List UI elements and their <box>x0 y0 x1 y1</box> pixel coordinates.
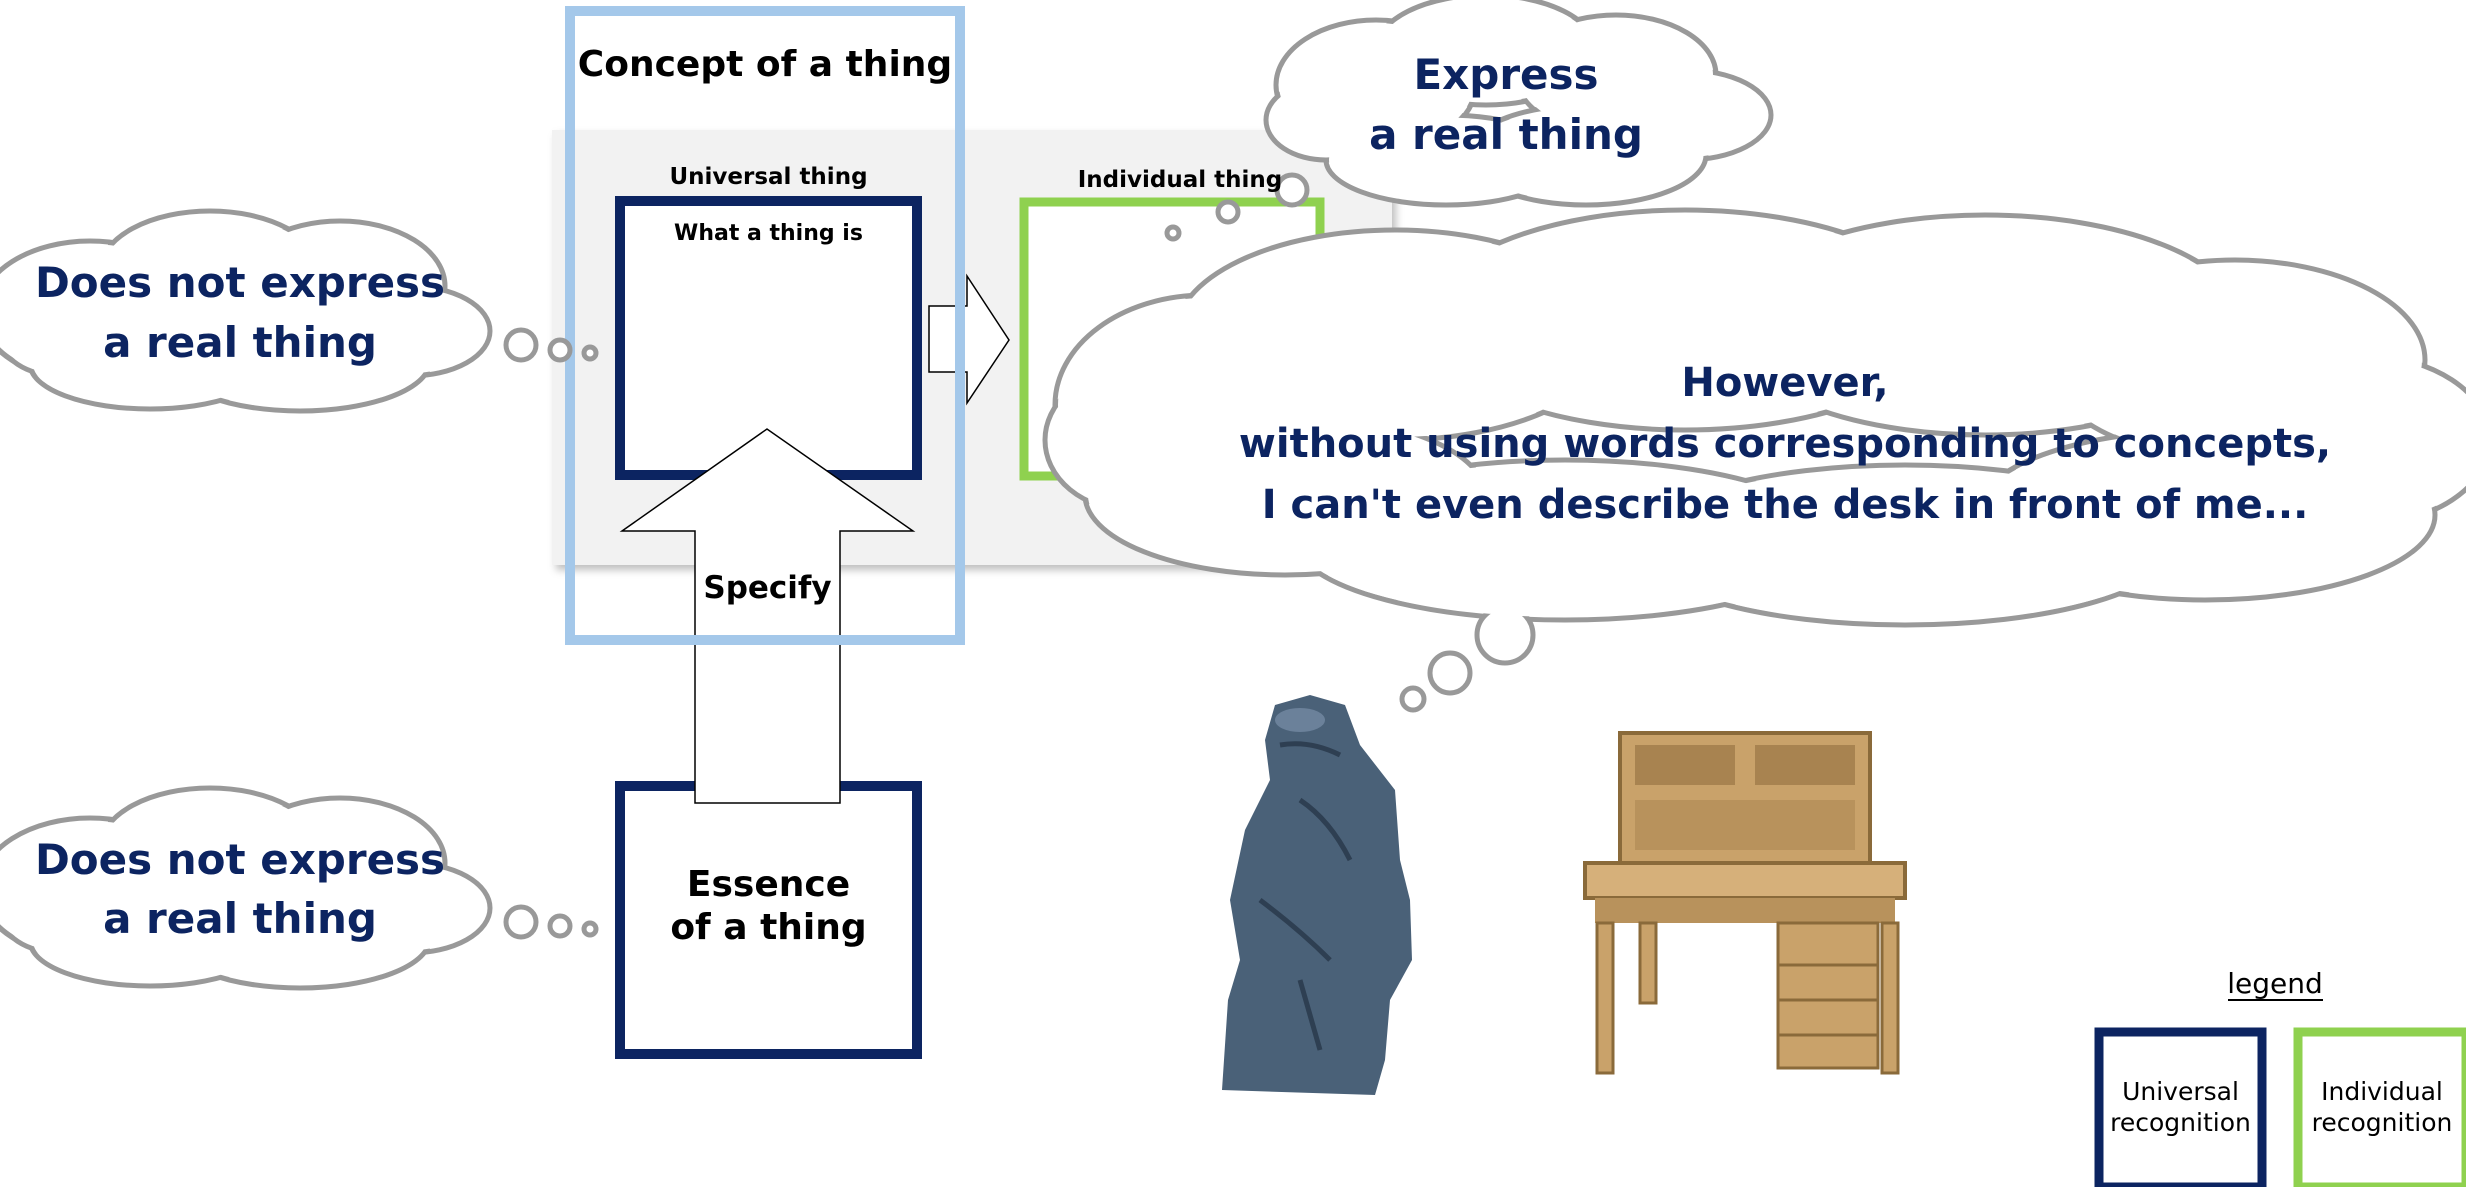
specify-label: Specify <box>703 570 832 606</box>
essence-line1: Essence <box>686 864 851 905</box>
legend-universal-box <box>2094 1027 2267 1187</box>
bubble-top-right-line2: a real thing <box>1369 110 1643 159</box>
bubble-top-left-line1: Does not express <box>34 258 446 307</box>
bubble-top-left-line2: a real thing <box>103 318 377 367</box>
legend-individual-box <box>2293 1027 2466 1187</box>
legend-universal-line2: recognition <box>2110 1108 2251 1137</box>
legend-individual-line2: recognition <box>2311 1108 2453 1137</box>
bubble-bottom-left-line1: Does not express <box>34 835 446 884</box>
bubble-bottom-left-line2: a real thing <box>103 894 377 943</box>
bubble-big-line2: without using words corresponding to con… <box>1238 421 2332 467</box>
essence-line2: of a thing <box>670 907 867 948</box>
legend-individual-line1: Individual <box>2321 1077 2443 1106</box>
legend-universal-line1: Universal <box>2122 1077 2239 1106</box>
bubble-big-line1: However, <box>1681 360 1889 406</box>
legend-title: legend <box>2227 967 2323 1000</box>
right-arrow-icon <box>928 273 1010 406</box>
bubble-top-right-line1: Express <box>1413 50 1599 99</box>
concept-frame <box>565 6 965 645</box>
bubble-big-line3: I can't even describe the desk in front … <box>1261 482 2309 528</box>
universal-thing-inner-text: What a thing is <box>674 221 863 246</box>
concept-title: Concept of a thing <box>577 44 953 85</box>
thinker-statue-icon <box>1222 695 1412 1095</box>
universal-thing-label: Universal thing <box>669 164 868 190</box>
specify-up-arrow-icon <box>619 428 916 804</box>
individual-thing-label: Individual thing <box>1077 167 1283 193</box>
desk-icon <box>1583 731 1907 1075</box>
